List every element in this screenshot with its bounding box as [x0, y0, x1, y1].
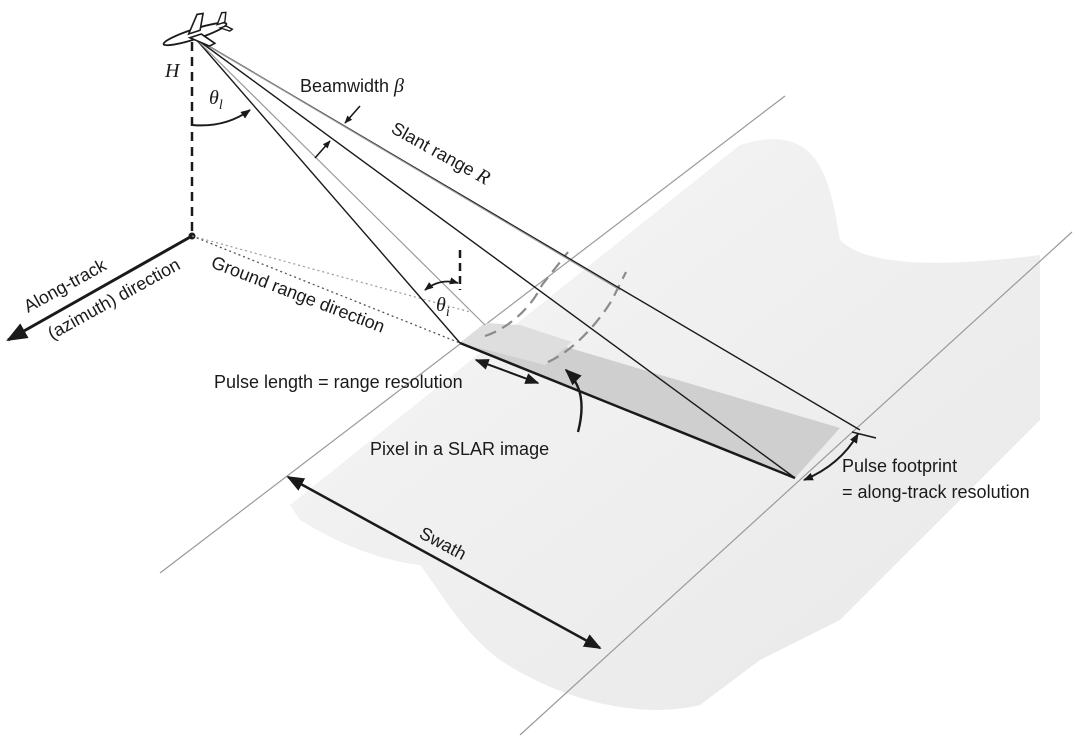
altitude-label: H [164, 60, 181, 82]
swath-arrow [286, 475, 602, 650]
slar-pixel [460, 323, 572, 365]
footprint-tick-far [851, 431, 877, 439]
along-track-label-2: (azimuth) direction [44, 254, 183, 343]
ground-range-line [191, 235, 461, 344]
beam-gray-ray [194, 37, 486, 326]
along-track-arrow [6, 234, 193, 342]
look-angle-label: θl [209, 87, 223, 113]
pulse-length-arrow [474, 359, 540, 384]
slant-range-label: Slant range R [388, 117, 494, 189]
beamwidth-arrow-1 [344, 105, 361, 124]
beam-gray-ray-2 [194, 37, 621, 291]
pulse-length-label: Pulse length = range resolution [214, 372, 463, 392]
beam-footprint [460, 323, 840, 478]
beam-center [194, 37, 796, 479]
strip-edge-lower [519, 231, 1073, 736]
beamwidth-arrow-2 [314, 140, 331, 159]
pixel-label: Pixel in a SLAR image [370, 439, 549, 459]
incidence-angle-label: θi [436, 294, 450, 320]
pulse-arc-2 [547, 271, 627, 364]
beam-near-edge [194, 37, 461, 344]
pulse-footprint-label-1: Pulse footprint [842, 456, 957, 476]
ground-range-line-2 [191, 235, 471, 313]
incidence-angle-arc [424, 277, 459, 291]
look-angle-arc [191, 109, 251, 127]
footprint-arc-arrow [803, 433, 859, 481]
pulse-footprint-label-2: = along-track resolution [842, 482, 1030, 502]
pulse-arc-1 [484, 251, 569, 338]
beamwidth-label: Beamwidth β [300, 75, 404, 97]
airplane-icon [162, 11, 234, 48]
pixel-pointer-arrow [564, 368, 583, 433]
ground-range-label: Ground range direction [209, 252, 388, 337]
